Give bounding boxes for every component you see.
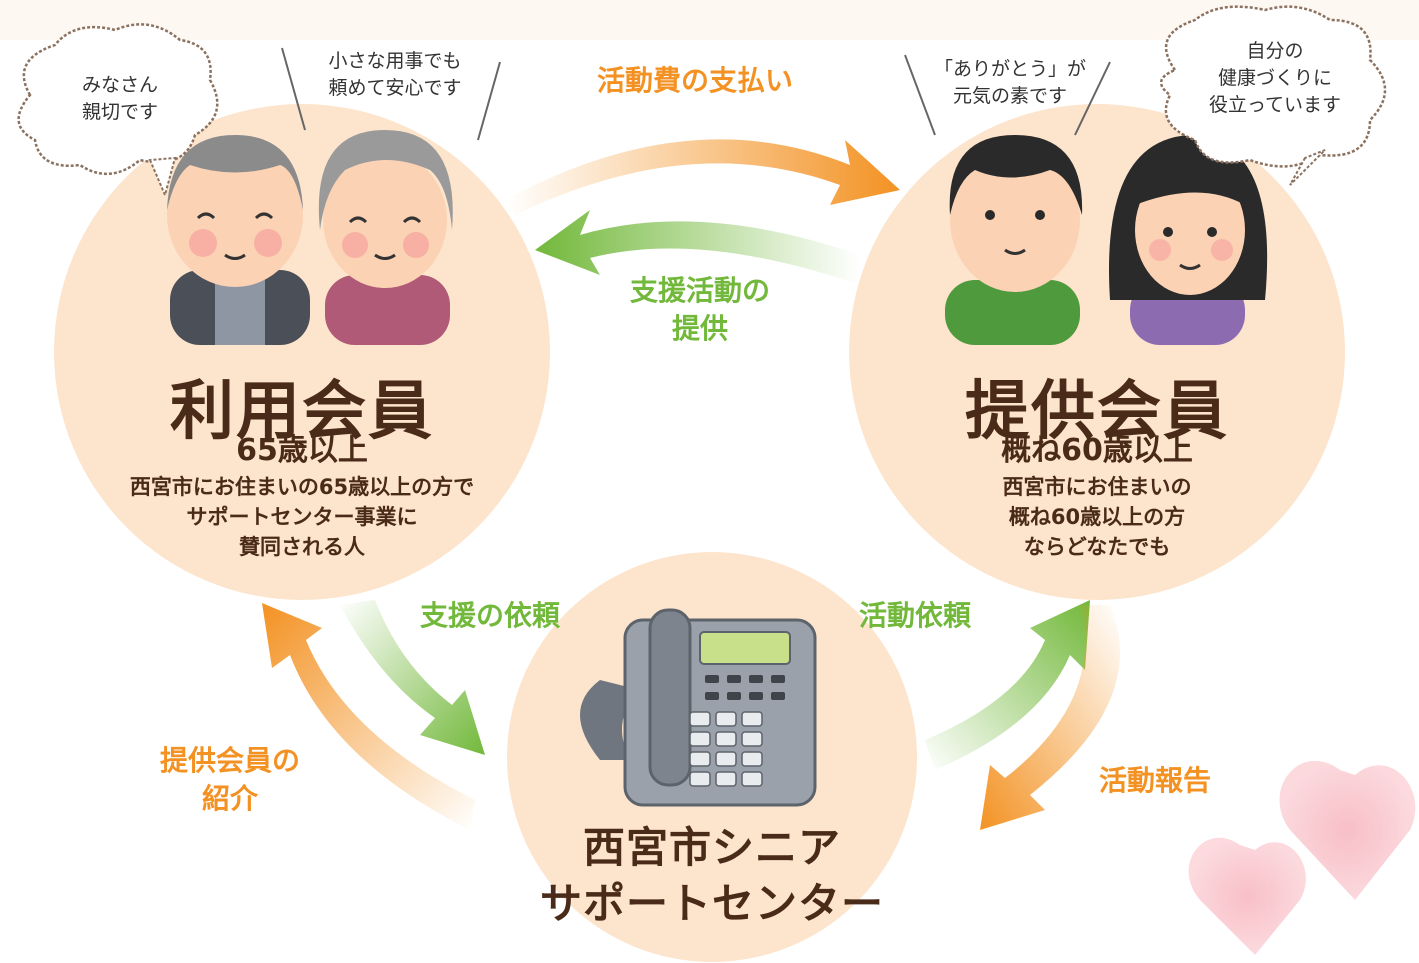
elderly-couple-illustration xyxy=(167,130,453,345)
label-introduction: 提供会員の 紹介 xyxy=(159,744,300,815)
label-activity-request: 活動依頼 xyxy=(858,599,971,632)
arrow-activity-request xyxy=(925,600,1090,770)
arrow-payment xyxy=(505,139,900,215)
label-payment: 活動費の支払い xyxy=(596,64,793,97)
right-member-age: 概ね60歳以上 xyxy=(1001,433,1193,468)
label-activity-report: 活動報告 xyxy=(1098,764,1211,797)
center-title: 西宮市シニア サポートセンター xyxy=(539,823,884,928)
bubble-text-left-2: 小さな用事でも 頼めて安心です xyxy=(328,50,462,99)
speech-bubble-right-2 xyxy=(1160,5,1387,186)
right-member-title: 提供会員 xyxy=(965,375,1229,449)
speech-bubble-left-1 xyxy=(17,23,219,199)
telephone-icon xyxy=(580,608,817,807)
left-member-title: 利用会員 xyxy=(170,375,434,449)
bubble-text-right-1: 「ありがとう」が 元気の素です xyxy=(933,58,1086,107)
left-member-age: 65歳以上 xyxy=(236,433,368,468)
bubble-text-left-1: みなさん 親切です xyxy=(81,74,158,123)
arrow-support-request xyxy=(340,600,485,755)
arrow-support-provision xyxy=(535,210,860,285)
heart-decoration-icon xyxy=(1188,760,1416,955)
label-support-request: 支援の依頼 xyxy=(419,599,560,632)
speech-bubble-right-1 xyxy=(904,54,1111,136)
label-support-provision: 支援活動の 提供 xyxy=(629,274,770,345)
provider-couple-illustration xyxy=(945,135,1268,345)
arrow-activity-report xyxy=(980,605,1120,830)
speech-bubble-left-2 xyxy=(281,47,501,141)
bubble-text-right-2: 自分の 健康づくりに 役立っています xyxy=(1208,40,1342,116)
left-member-description: 西宮市にお住まいの65歳以上の方で サポートセンター事業に 賛同される人 xyxy=(129,475,475,559)
arrow-introduction xyxy=(262,603,475,830)
right-member-description: 西宮市にお住まいの 概ね60歳以上の方 ならどなたでも xyxy=(1002,475,1192,559)
